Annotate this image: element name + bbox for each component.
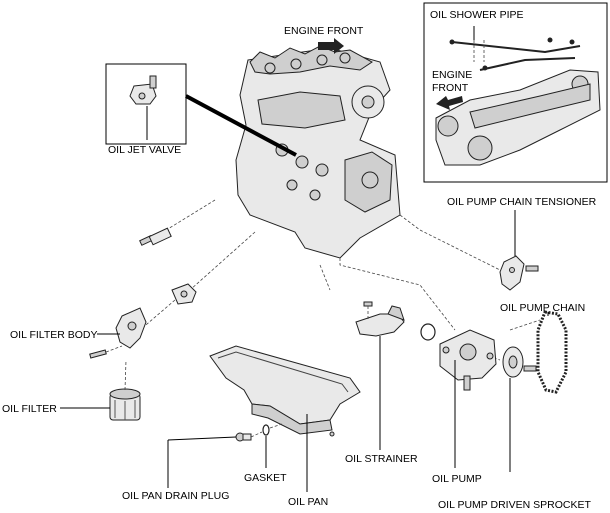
inset-engine-icon <box>435 69 601 166</box>
oil-filter-body-icon <box>89 307 147 359</box>
oil-jet-valve-icon <box>129 75 157 105</box>
oil-pump-driven-sprocket-icon <box>502 346 537 378</box>
oil-pump-chain-tensioner-icon <box>499 255 539 291</box>
gasket-icon <box>262 424 270 436</box>
label-oil-filter: OIL FILTER <box>2 403 57 415</box>
label-gasket: GASKET <box>244 472 287 484</box>
label-oil-jet-valve: OIL JET VALVE <box>108 144 181 156</box>
oil-pan-icon <box>209 345 361 435</box>
label-oil-pump-chain: OIL PUMP CHAIN <box>500 302 585 314</box>
label-oil-filter-body: OIL FILTER BODY <box>10 329 98 341</box>
label-inset-front: FRONT <box>432 82 469 94</box>
label-oil-pump-driven-sprocket: OIL PUMP DRIVEN SPROCKET <box>438 499 591 511</box>
engine-front-arrow <box>318 38 344 54</box>
label-oil-pan-drain-plug: OIL PAN DRAIN PLUG <box>122 490 229 502</box>
oil-filter-icon <box>109 388 141 421</box>
oil-pressure-switch-icon <box>171 283 197 305</box>
inset-engine-front-arrow <box>436 96 463 110</box>
oil-strainer-icon <box>355 301 405 337</box>
oil-pan-drain-plug-icon <box>235 432 252 442</box>
oil-pump-icon <box>439 329 497 391</box>
bolt-icon <box>139 227 172 246</box>
label-oil-pump-chain-tensioner: OIL PUMP CHAIN TENSIONER <box>447 196 597 208</box>
label-oil-strainer: OIL STRAINER <box>345 453 418 465</box>
label-oil-shower-pipe: OIL SHOWER PIPE <box>430 9 524 21</box>
leader-lines <box>60 210 549 492</box>
oil-shower-pipe-icon <box>449 37 581 71</box>
engine-block <box>235 45 401 259</box>
label-oil-pan: OIL PAN <box>288 496 328 508</box>
label-inset-engine: ENGINE <box>432 69 472 81</box>
label-engine-front: ENGINE FRONT <box>284 25 364 37</box>
oil-pump-chain-icon <box>536 310 568 394</box>
label-oil-pump: OIL PUMP <box>432 473 482 485</box>
o-ring-icon <box>420 323 436 341</box>
